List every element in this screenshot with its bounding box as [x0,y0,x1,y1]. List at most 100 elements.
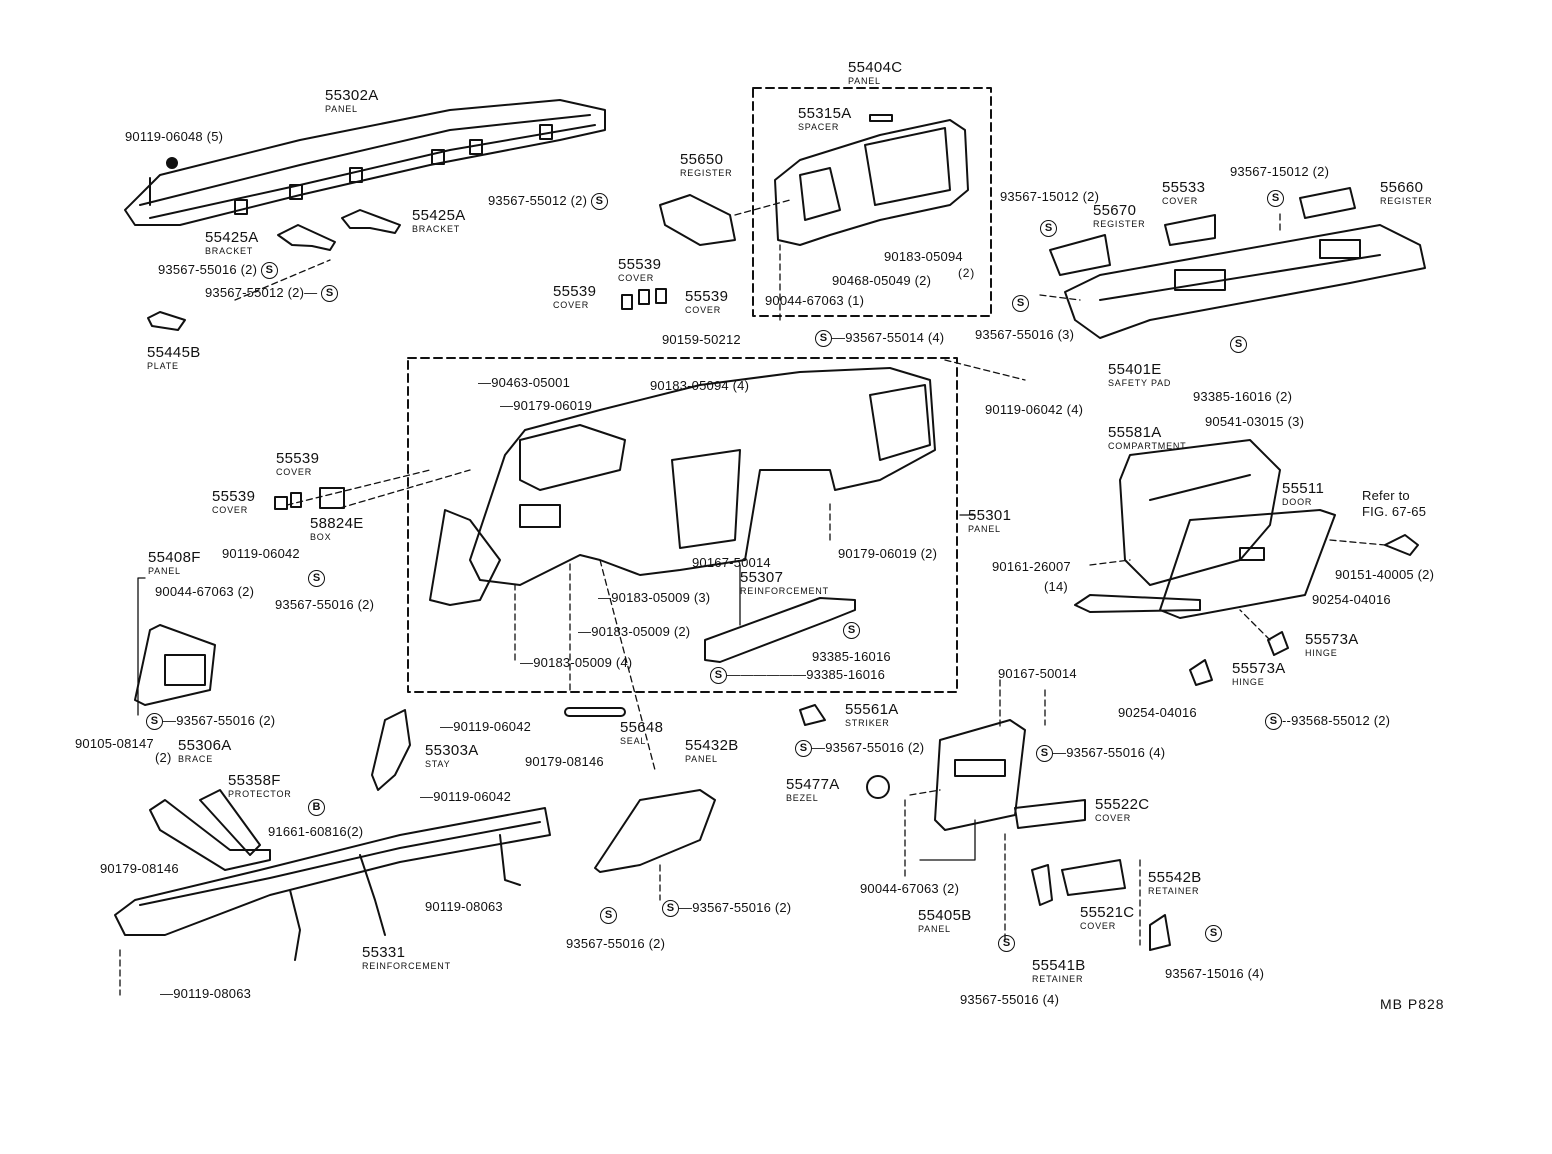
label-90167-50014-b: 90167-50014 [998,666,1077,681]
label-93567-55016-2b: 93567-55016 (2) [275,597,375,612]
label-93567-55014: S—93567-55014 (4) [815,330,944,347]
plate-55445B [147,311,186,331]
door-handle [1239,547,1265,561]
label-90179-08146-b: 90179-08146 [100,861,179,876]
panel-55404C-shape [774,114,969,246]
label-93567-55016-2c: S—93567-55016 (2) [146,713,275,730]
cover-55539-b [638,289,650,305]
panel-55301-shape [429,367,936,606]
bracket-55425A-left [277,224,336,251]
label-90119-08063-a: 90119-08063 [425,899,503,914]
label-90161-26007: 90161-26007(14) [992,559,1071,594]
stay-55303A [371,709,411,791]
hinge-bar [1074,594,1201,613]
icon-s-55016-2b: S [308,570,325,587]
cover-55539-c [655,288,667,304]
door-55511 [1159,509,1336,619]
protector-55358F [199,789,261,856]
seal-55648 [564,707,626,717]
label-93568-55012: S--93568-55012 (2) [1265,713,1390,730]
label-90119-06042-4: 90119-06042 (4) [985,402,1084,417]
label-90119-06042-d: —90119-06042 [420,789,512,804]
cover-55521C [1061,859,1126,896]
cover-55539-e [290,492,302,508]
brace-55306A [149,799,271,871]
label-93567-55016-2e: 93567-55016 (2) [566,936,666,951]
bracket-55425A-right [341,209,401,234]
label-90183-05009-3: —90183-05009 (3) [598,590,711,605]
panel-55404C-box [752,87,992,317]
label-90119-06042-c: —90119-06042 [440,719,532,734]
figure-code: MB P828 [1380,996,1445,1012]
box-58824E [319,487,345,509]
label-90179-08146-a: 90179-08146 [525,754,604,769]
label-90463-05001: —90463-05001 [478,375,571,390]
label-93385-16016-2: 93385-16016 (2) [1193,389,1293,404]
icon-s-15012a: S [1040,220,1057,237]
label-93567-15012-b: 93567-15012 (2) [1230,164,1330,179]
label-90119-06048: 90119-06048 (5) [125,129,224,144]
label-90468-05049: 90468-05049 (2) [832,273,932,288]
panel-55301-box [407,357,958,693]
label-93567-55016-2d: S—93567-55016 (2) [795,740,924,757]
label-90254-04016-a: 90254-04016 [1312,592,1391,607]
label-90179-06019-a: —90179-06019 [500,398,593,413]
icon-s-15016: S [1205,925,1222,942]
label-90151-40005: 90151-40005 (2) [1335,567,1435,582]
icon-s-93385: S [1230,336,1247,353]
icon-s-55016-2e: S [600,907,617,924]
label-90044-67063-2b: 90044-67063 (2) [860,881,960,896]
label-93385-16016-b: S——————93385-16016 [710,667,885,684]
label-93567-15016: 93567-15016 (4) [1165,966,1265,981]
register-55670 [1049,234,1111,276]
label-93567-55012-2a: 93567-55012 (2)— S [205,285,339,302]
label-93567-55016-3: 93567-55016 (3) [975,327,1075,342]
reinforcement-55331-shape [114,807,551,961]
leader-lines [119,199,1386,996]
label-90541-03015: 90541-03015 (3) [1205,414,1305,429]
panel-55408F [134,624,216,706]
label-90183-05094-4: 90183-05094 (4) [650,378,750,393]
retainer-55542B [1149,914,1171,951]
lock-part [1384,534,1419,556]
label-90119-06042-b: 90119-06042 [222,546,300,561]
label-90254-04016-b: 90254-04016 [1118,705,1197,720]
label-90159-50212: 90159-50212 [662,332,741,347]
hinge-55573A-a [1267,631,1289,656]
icon-b-91661: B [308,799,325,816]
panel-55405B [934,719,1026,831]
panel-55302A-shape [124,99,606,226]
register-55650 [659,194,736,246]
label-93567-55016-2a: 93567-55016 (2) S [158,262,278,279]
bracket-55408F-line [137,577,146,716]
label-93567-55016-4a: S—93567-55016 (4) [1036,745,1165,762]
striker-55561A [799,704,826,726]
